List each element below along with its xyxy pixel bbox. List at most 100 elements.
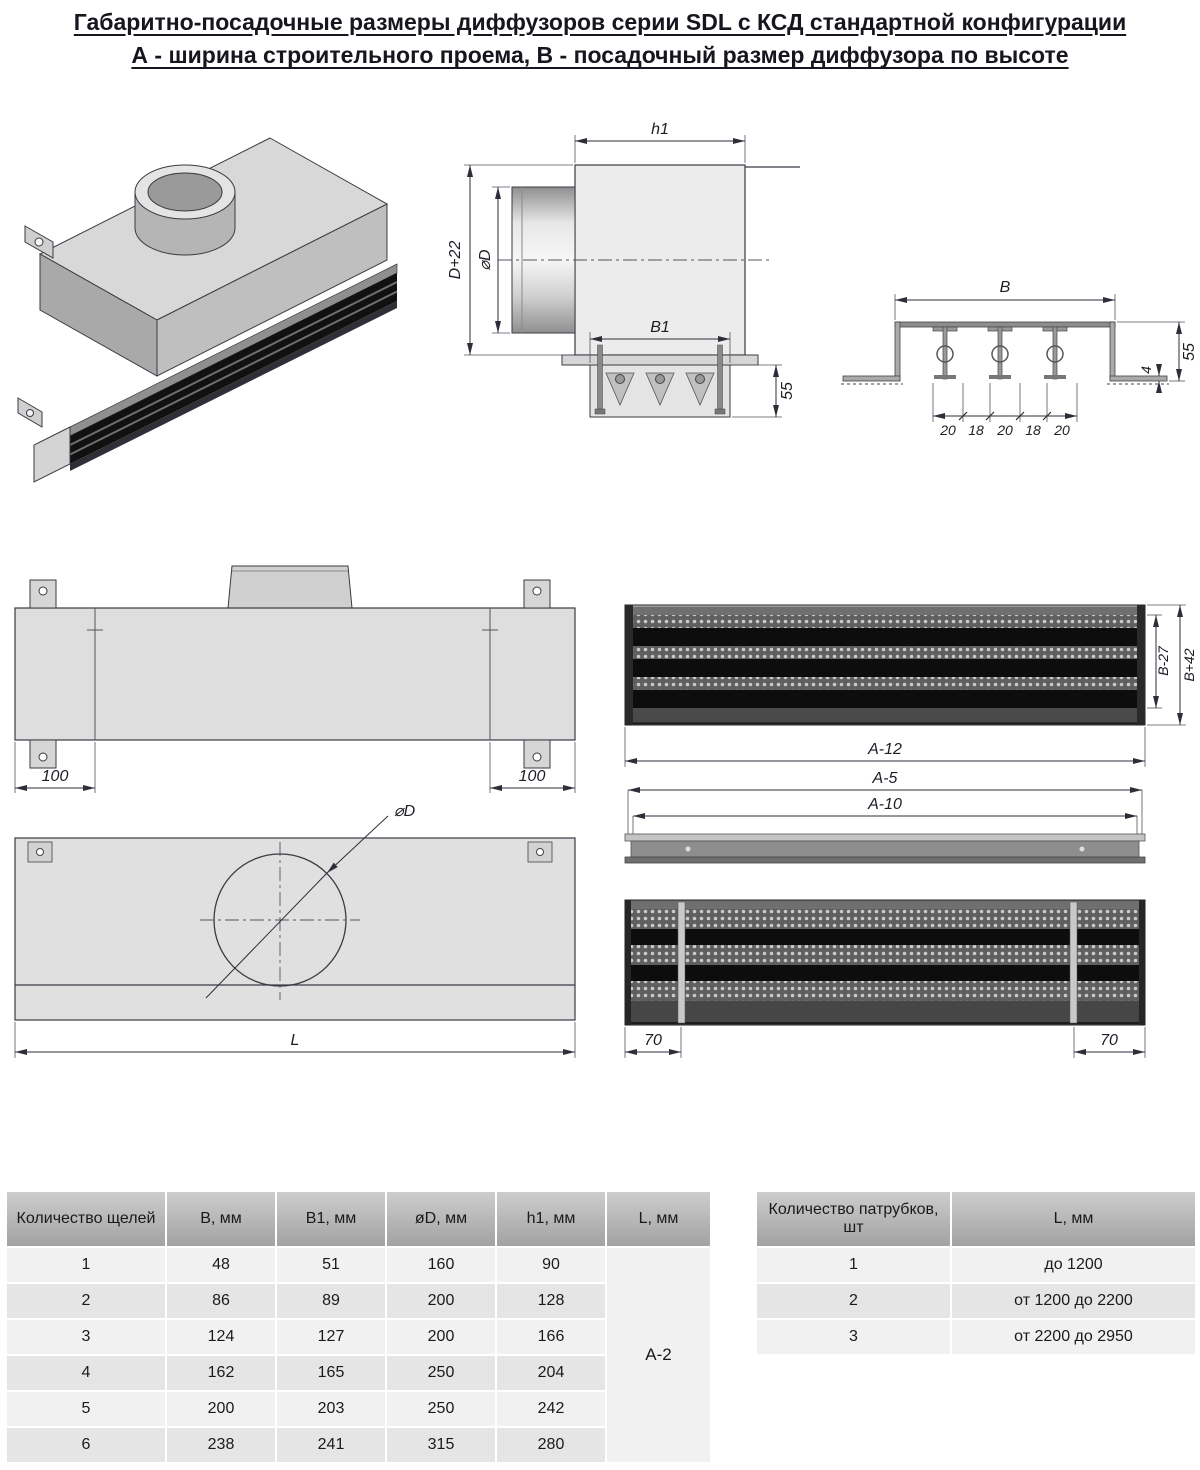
seam-lines xyxy=(87,608,498,740)
t-profile-3 xyxy=(1042,326,1068,380)
column-header-slots-count: Количество щелей xyxy=(5,1190,167,1248)
dim-label-b: B xyxy=(1000,279,1011,296)
table-cell: 6 xyxy=(5,1426,167,1464)
table-cell: 1 xyxy=(755,1246,952,1284)
dim-label-a-minus-10: A-10 xyxy=(867,796,902,813)
table-cell: 3 xyxy=(5,1318,167,1356)
column-header-l: L, мм xyxy=(605,1190,712,1248)
dim-label-b-minus-27: B-27 xyxy=(1155,645,1171,676)
perforated-face-drawing: 70 70 xyxy=(624,899,1146,1058)
table-row: 6 238 241 315 280 xyxy=(5,1426,711,1464)
table-cell: 203 xyxy=(275,1390,387,1428)
slots-table: Количество щелей B, мм B1, мм øD, мм h1,… xyxy=(5,1190,712,1464)
table-cell: 3 xyxy=(755,1318,952,1356)
diffuser-face-drawing: B-27 B+42 A-12 xyxy=(624,604,1197,767)
column-header-b1: B1, мм xyxy=(275,1190,387,1248)
duct-collar-3d xyxy=(134,164,236,256)
slot-diffuser-face-3d xyxy=(33,263,398,483)
table-row: 2 от 1200 до 2200 xyxy=(755,1282,1197,1320)
plenum-body-front xyxy=(14,607,576,741)
table-row: 5 200 203 250 242 xyxy=(5,1390,711,1428)
dim-label-phi-d: ⌀D xyxy=(477,249,494,271)
table-cell: 160 xyxy=(385,1246,497,1284)
table-cell: 51 xyxy=(275,1246,387,1284)
dim-ticks xyxy=(958,411,1052,421)
dim-label-l: L xyxy=(291,1032,300,1049)
dim-label-70-left: 70 xyxy=(644,1032,662,1049)
dim-label-20a: 20 xyxy=(939,422,956,438)
dim-label-55-side: 55 xyxy=(779,382,796,400)
dim-label-18a: 18 xyxy=(968,422,984,438)
table-cell: 250 xyxy=(385,1390,497,1428)
top-view-drawing: ⌀D L xyxy=(14,803,576,1058)
dim-label-70-right: 70 xyxy=(1100,1032,1118,1049)
mounting-brackets-front xyxy=(29,579,551,769)
column-header-h1: h1, мм xyxy=(495,1190,607,1248)
side-view-drawing: h1 D+22 ⌀D B1 55 xyxy=(447,121,800,418)
table-row: 4 162 165 250 204 xyxy=(5,1354,711,1392)
dim-label-4: 4 xyxy=(1138,366,1154,374)
table-cell: 127 xyxy=(275,1318,387,1356)
column-header-d: øD, мм xyxy=(385,1190,497,1248)
table-cell: 315 xyxy=(385,1426,497,1464)
dim-label-100-right: 100 xyxy=(519,768,546,785)
column-header-pipes-count: Количество патрубков, шт xyxy=(755,1190,952,1248)
table-cell: 2 xyxy=(5,1282,167,1320)
column-header-b: B, мм xyxy=(165,1190,277,1248)
dim-label-b-plus-42: B+42 xyxy=(1181,648,1197,681)
table-cell: 250 xyxy=(385,1354,497,1392)
t-profile-2 xyxy=(987,326,1013,380)
table-cell: 200 xyxy=(385,1282,497,1320)
cross-section-drawing: B xyxy=(841,279,1198,438)
slots-table-header-row: Количество щелей B, мм B1, мм øD, мм h1,… xyxy=(5,1190,712,1248)
table-cell: 90 xyxy=(495,1246,607,1284)
table-cell: 5 xyxy=(5,1390,167,1428)
section-profile xyxy=(841,321,1169,385)
table-cell: 204 xyxy=(495,1354,607,1392)
plenum-top-view xyxy=(14,837,576,1021)
table-cell: 166 xyxy=(495,1318,607,1356)
title-line-2: А - ширина строительного проема, В - пос… xyxy=(131,42,1069,69)
table-cell: 200 xyxy=(385,1318,497,1356)
title-line-1: Габаритно-посадочные размеры диффузоров … xyxy=(73,9,1127,35)
table-cell: 128 xyxy=(495,1282,607,1320)
dim-label-20b: 20 xyxy=(996,422,1013,438)
table-row: 3 от 2200 до 2950 xyxy=(755,1318,1197,1356)
dim-label-a-minus-5: A-5 xyxy=(872,770,898,787)
table-cell: 124 xyxy=(165,1318,277,1356)
table-row: 1 48 51 160 90 А-2 xyxy=(5,1246,712,1464)
bottom-flange xyxy=(561,354,759,366)
isometric-view-drawing xyxy=(17,137,398,483)
table-cell: 89 xyxy=(275,1282,387,1320)
table-row: 2 86 89 200 128 xyxy=(5,1282,711,1320)
dim-label-a-minus-12: A-12 xyxy=(867,741,902,758)
mounting-bracket-bottom xyxy=(17,397,43,428)
table-cell: 2 xyxy=(755,1282,952,1320)
frame-profile-drawing: A-5 A-10 xyxy=(624,770,1146,864)
dim-label-phi-d-top: ⌀D xyxy=(394,803,416,820)
table-cell: 48 xyxy=(165,1246,277,1284)
t-profile-1 xyxy=(932,326,958,380)
table-cell: 1 xyxy=(5,1246,167,1284)
table-cell: 4 xyxy=(5,1354,167,1392)
table-cell: 200 xyxy=(165,1390,277,1428)
table-cell: 165 xyxy=(275,1354,387,1392)
dim-label-18b: 18 xyxy=(1025,422,1041,438)
pipes-table-header-row: Количество патрубков, шт L, мм xyxy=(755,1190,1197,1248)
dim-label-20c: 20 xyxy=(1053,422,1070,438)
dim-label-d-plus-22: D+22 xyxy=(447,241,464,280)
dim-label-100-left: 100 xyxy=(42,768,69,785)
diameter-leader xyxy=(326,815,389,874)
slot-insert-section xyxy=(589,344,731,418)
table-cell: от 1200 до 2200 xyxy=(950,1282,1197,1320)
duct-collar-front xyxy=(227,565,353,609)
perforated-face xyxy=(624,899,1146,1026)
table-cell: 280 xyxy=(495,1426,607,1464)
slot-face xyxy=(624,604,1146,726)
page-title: Габаритно-посадочные размеры диффузоров … xyxy=(0,6,1200,73)
table-cell: 238 xyxy=(165,1426,277,1464)
table-cell: от 2200 до 2950 xyxy=(950,1318,1197,1356)
front-view-drawing: 100 100 xyxy=(14,565,576,793)
mounting-brackets-top-view xyxy=(27,841,553,863)
